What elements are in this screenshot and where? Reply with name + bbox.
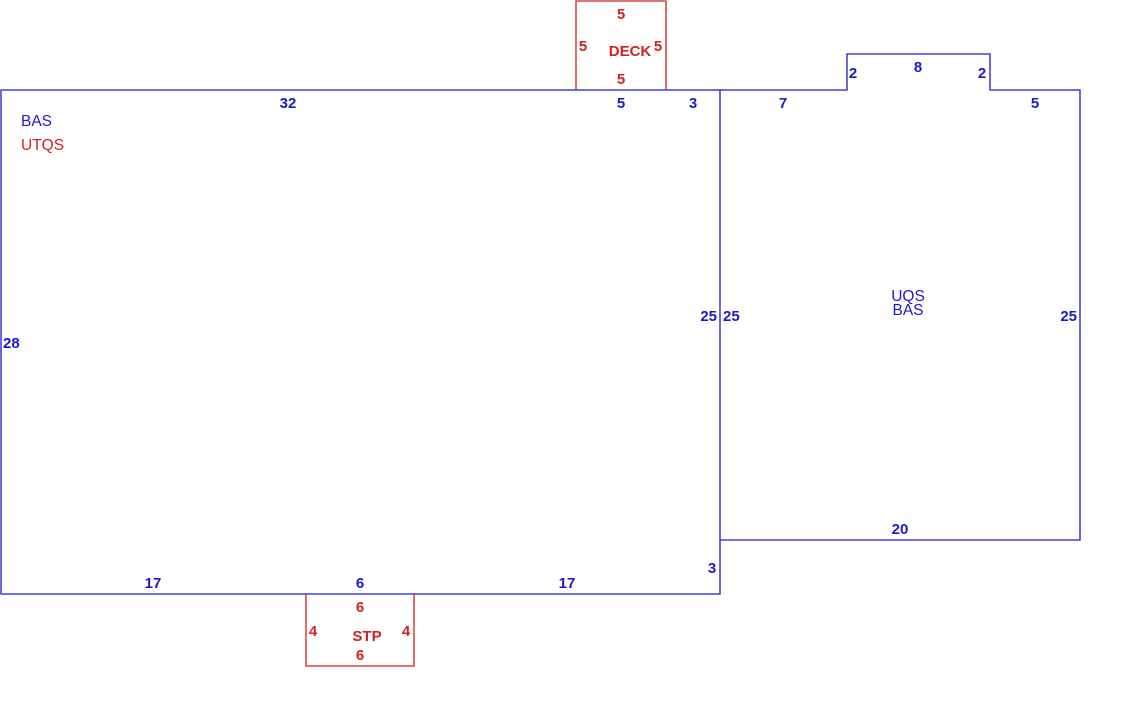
main-dim-bottom-left: 17 [145, 575, 162, 592]
wing-dim-bump-right: 2 [978, 65, 986, 82]
wing-dim-bump-left: 2 [849, 65, 857, 82]
deck-label: DECK [609, 43, 652, 60]
wing-dim-left: 25 [723, 308, 740, 325]
deck-dim-right: 5 [654, 38, 662, 55]
wing-dim-bottom: 20 [892, 521, 909, 538]
stoop-label: STP [352, 628, 381, 645]
deck-dim-top: 5 [617, 6, 625, 23]
main-dim-left: 28 [3, 335, 20, 352]
wing-dim-bump-top: 8 [914, 59, 922, 76]
wing-code-uqs: UQS [891, 288, 925, 305]
main-area-code-bas: BAS [21, 113, 52, 130]
main-dim-step-down: 3 [708, 560, 716, 577]
stoop-dim-bottom: 6 [356, 647, 364, 664]
deck-dim-bottom: 5 [617, 71, 625, 88]
main-dim-bottom-right: 17 [559, 575, 576, 592]
wing-outline [720, 53, 1081, 541]
wing-dim-top-left: 7 [779, 95, 787, 112]
main-area-code-utqs: UTQS [21, 137, 64, 154]
main-area-outline [0, 89, 721, 595]
stoop-dim-left: 4 [309, 623, 318, 640]
deck-outline [575, 0, 667, 90]
main-dim-top-mid: 5 [617, 95, 625, 112]
stoop-outline [305, 594, 415, 667]
stoop-dim-right: 4 [402, 623, 411, 640]
wing-code-bas: BAS [892, 302, 923, 319]
wing-dim-top-right: 5 [1031, 95, 1039, 112]
main-dim-bottom-mid: 6 [356, 575, 364, 592]
main-dim-right: 25 [700, 308, 717, 325]
stoop-dim-top: 6 [356, 599, 364, 616]
deck-dim-left: 5 [579, 38, 587, 55]
main-dim-top-left: 32 [280, 95, 297, 112]
wing-dim-right: 25 [1060, 308, 1077, 325]
main-dim-top-right: 3 [689, 95, 697, 112]
